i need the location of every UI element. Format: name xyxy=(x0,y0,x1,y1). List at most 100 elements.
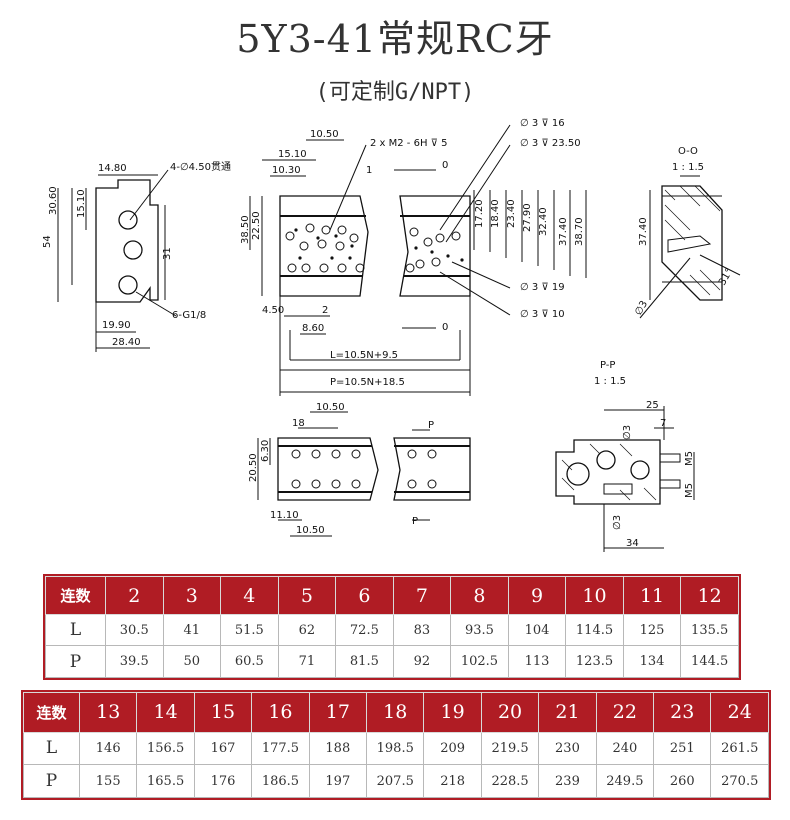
count-cell: 16 xyxy=(251,692,310,733)
dim-oo-height: 37.40 xyxy=(638,217,649,246)
dim-bottom-2: 18 xyxy=(292,418,305,429)
P-cell: 71 xyxy=(277,645,337,678)
dim-pp-w3: 34 xyxy=(626,538,639,549)
L-cell: 156.5 xyxy=(136,731,195,766)
P-cell: 176 xyxy=(193,764,253,798)
dim-pp-dia2: ∅3 xyxy=(612,515,623,530)
dim-pp-w2: 7 xyxy=(660,418,666,429)
note-hole-19: ∅ 3 ⊽ 19 xyxy=(520,282,565,293)
hole-dot xyxy=(460,258,464,262)
dim-front-L: L=10.5N+9.5 xyxy=(330,350,398,361)
L-cell: 93.5 xyxy=(450,613,509,647)
count-cell: 19 xyxy=(423,692,482,733)
P-cell: 270.5 xyxy=(710,764,769,798)
dim-v3: 23.40 xyxy=(506,199,517,228)
note-hole-16: ∅ 3 ⊽ 16 xyxy=(520,118,565,129)
section-oo xyxy=(639,175,741,319)
dim-v4: 27.90 xyxy=(522,203,533,232)
P-cell: 155 xyxy=(78,764,138,798)
header-label: 连数 xyxy=(23,692,80,733)
dim-pp-w1: 25 xyxy=(646,400,659,411)
dim-left-side: 31 xyxy=(162,247,173,260)
hole-ring xyxy=(335,241,345,251)
section-pp-label: P-P xyxy=(600,360,615,371)
hole-ring xyxy=(351,479,361,489)
count-cell: 23 xyxy=(653,692,712,733)
P-cell: 249.5 xyxy=(595,764,655,798)
section-mark-p-bottom: P xyxy=(412,516,418,527)
dim-pp-m1: M5 xyxy=(684,451,695,466)
count-cell: 21 xyxy=(538,692,597,733)
hole-ring xyxy=(405,263,415,273)
dim-bottom-6: 10.50 xyxy=(296,525,325,536)
dim-left-b2: 28.40 xyxy=(112,337,141,348)
hole-dot xyxy=(446,254,450,258)
hole-ring xyxy=(305,223,315,233)
count-cell: 7 xyxy=(392,576,452,615)
dim-front-P: P=10.5N+18.5 xyxy=(330,377,405,388)
hole-ring xyxy=(299,241,309,251)
hole-ring xyxy=(427,449,437,459)
count-cell: 5 xyxy=(277,576,337,615)
dim-front-5: 22.50 xyxy=(251,211,262,240)
count-cell: 18 xyxy=(366,692,425,733)
dim-front-7: 4.50 xyxy=(262,305,284,316)
dim-front-3: 10.30 xyxy=(272,165,301,176)
hole-dot xyxy=(294,228,298,232)
P-cell: 113 xyxy=(507,645,567,678)
dim-left-h1: 30.60 xyxy=(48,186,59,215)
table2-frame xyxy=(21,690,771,800)
dim-bottom-4: 20.50 xyxy=(248,453,259,482)
dim-v5: 32.40 xyxy=(538,207,549,236)
page-subtitle: (可定制G/NPT) xyxy=(315,80,475,105)
L-cell: 177.5 xyxy=(251,731,310,766)
hole-dot xyxy=(348,256,352,260)
dim-pp-m2: M5 xyxy=(684,483,695,498)
L-cell: 230 xyxy=(538,731,597,766)
count-cell: 20 xyxy=(480,692,540,733)
dim-front-8: 2 xyxy=(322,305,328,316)
P-cell: 260 xyxy=(653,764,712,798)
row-label-P: P xyxy=(45,645,106,678)
dim-v1: 17.20 xyxy=(474,199,485,228)
L-cell: 51.5 xyxy=(220,613,279,647)
P-cell: 50 xyxy=(162,645,222,678)
bottom-view xyxy=(257,411,471,537)
hole-ring xyxy=(451,231,461,241)
hole-ring xyxy=(351,449,361,459)
L-cell: 188 xyxy=(308,731,368,766)
dim-oo-dia: ∅3 xyxy=(633,299,650,318)
P-cell: 81.5 xyxy=(335,645,394,678)
hole-pattern xyxy=(285,223,464,489)
P-cell: 134 xyxy=(622,645,682,678)
count-cell: 14 xyxy=(136,692,195,733)
dim-bottom-1: 10.50 xyxy=(316,402,345,413)
dim-front-0-bottom: 0 xyxy=(442,322,448,333)
note-hole-10: ∅ 3 ⊽ 10 xyxy=(520,309,565,320)
L-cell: 198.5 xyxy=(366,731,425,766)
hole-ring xyxy=(317,239,327,249)
hole-ring xyxy=(349,233,359,243)
hole-ring xyxy=(407,479,417,489)
L-cell: 209 xyxy=(423,731,482,766)
count-cell: 13 xyxy=(78,692,138,733)
header-label: 连数 xyxy=(45,576,106,615)
L-cell: 125 xyxy=(622,613,682,647)
hole-ring xyxy=(311,449,321,459)
count-cell: 9 xyxy=(507,576,567,615)
hole-ring xyxy=(337,263,347,273)
dim-pp-dia1: ∅3 xyxy=(622,425,633,440)
count-cell: 10 xyxy=(565,576,624,615)
dim-left-h2: 15.10 xyxy=(76,189,87,218)
dim-front-1: 10.50 xyxy=(310,129,339,140)
dim-left-total: 54 xyxy=(42,235,53,248)
hole-ring xyxy=(319,263,329,273)
L-cell: 261.5 xyxy=(710,731,769,766)
L-cell: 114.5 xyxy=(565,613,624,647)
P-cell: 218 xyxy=(423,764,482,798)
